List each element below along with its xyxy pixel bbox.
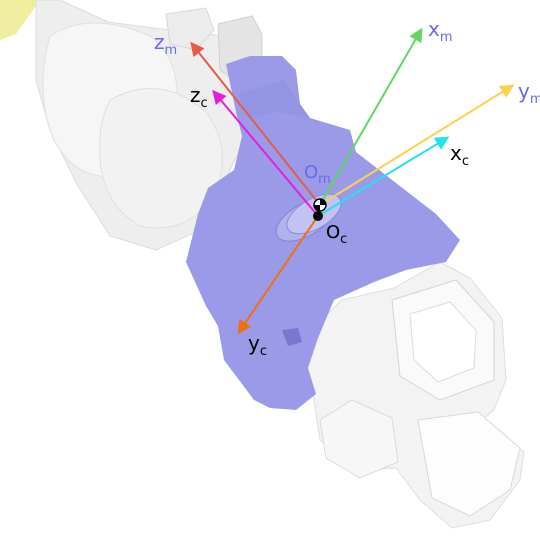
camera-mount <box>186 56 460 410</box>
label-origin-c: Oc <box>326 222 347 247</box>
camera-frame <box>212 89 450 335</box>
camera-origin-marker <box>313 211 323 221</box>
gripper <box>299 261 525 529</box>
mount-notch <box>282 328 302 346</box>
model-y-axis <box>319 84 515 206</box>
robot-arm-body <box>35 0 271 251</box>
model-frame <box>190 27 515 206</box>
base-yellow-part <box>0 0 40 40</box>
camera-y-axis <box>237 215 319 335</box>
label-x-m: xm <box>428 17 453 45</box>
model-origin-marker <box>313 198 327 212</box>
label-y-c: yc <box>248 331 267 359</box>
model-z-axis <box>190 41 321 206</box>
label-x-c: xc <box>450 141 469 169</box>
label-y-m: ym <box>518 79 540 107</box>
camera-x-axis <box>317 136 450 217</box>
mount-top-face <box>238 80 310 118</box>
model-x-axis <box>319 27 423 206</box>
label-origin-m: Om <box>304 162 331 187</box>
label-z-m: zm <box>154 30 177 58</box>
camera-z-axis <box>212 89 319 217</box>
label-z-c: zc <box>190 83 208 111</box>
